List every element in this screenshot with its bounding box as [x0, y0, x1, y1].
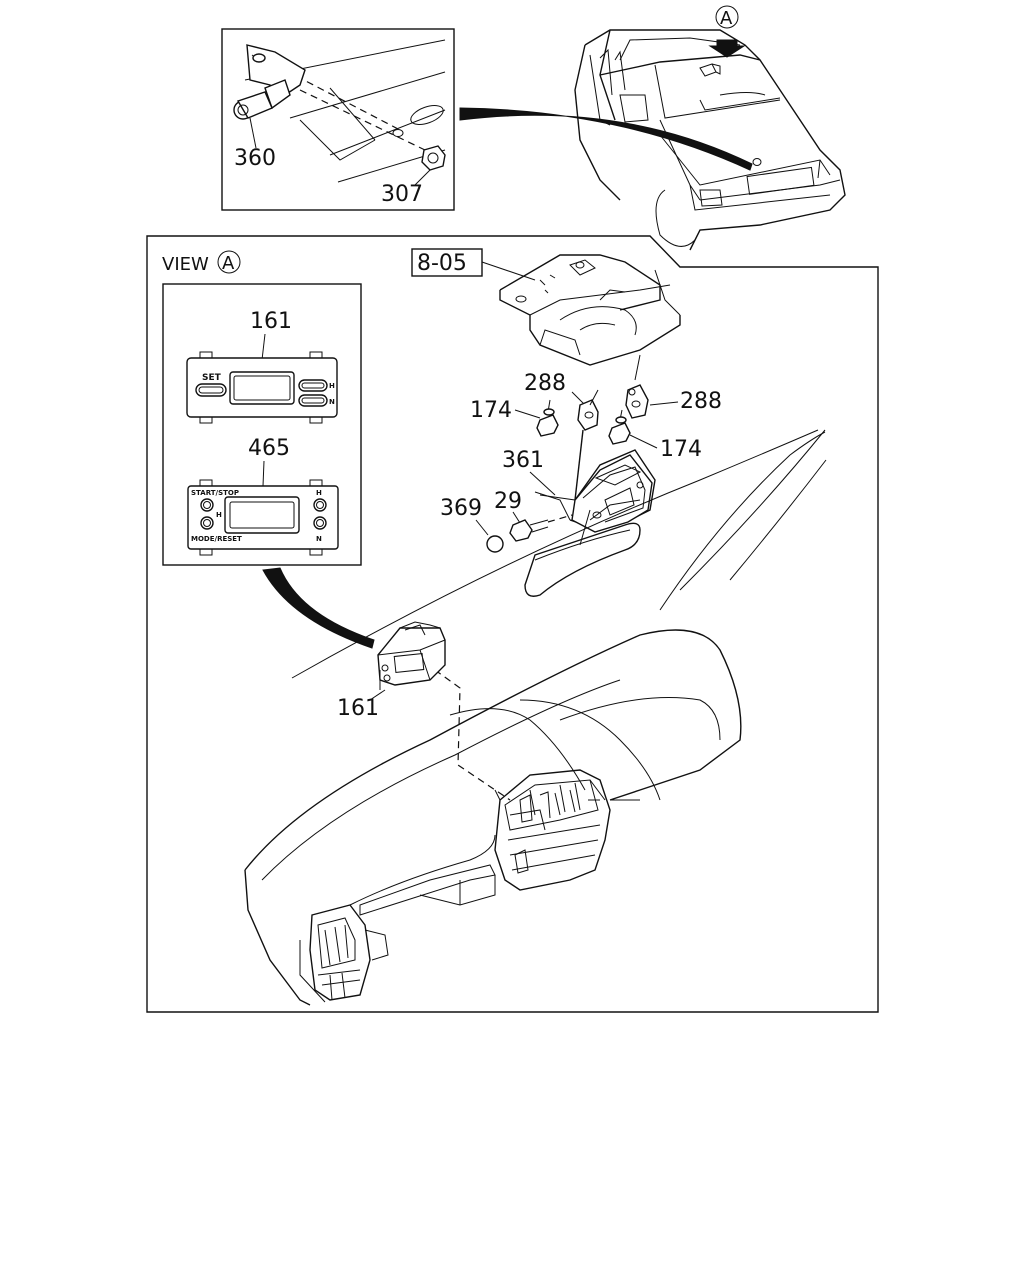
callout-288-right: 288 [680, 389, 722, 414]
callout-369: 369 [440, 496, 482, 521]
callout-174-right: 174 [660, 437, 702, 462]
display-panel-161: SET H N [186, 351, 338, 424]
n-label: N [329, 398, 335, 406]
callout-360: 360 [234, 146, 276, 171]
callout-361: 361 [502, 448, 544, 473]
h-right-label: H [316, 489, 322, 497]
inset-sensor-detail: 360 307 [221, 28, 455, 211]
bolt-icon [608, 409, 631, 445]
start-stop-label: START/STOP [191, 489, 239, 497]
clip-icon [625, 384, 649, 419]
windshield-lines [291, 429, 827, 679]
overhead-console-361: 361 [502, 429, 656, 533]
dash-display-unit-161: 161 [337, 621, 446, 721]
h-left-label: H [216, 511, 222, 519]
h-button[interactable] [298, 379, 328, 392]
h-right-button[interactable] [313, 498, 327, 512]
callout-8-05: 8-05 [417, 251, 467, 276]
fasteners-group: 288 288 174 174 [470, 354, 722, 462]
callout-307: 307 [381, 182, 423, 207]
nut-icon [421, 145, 446, 171]
mode-reset-button[interactable] [200, 516, 214, 530]
view-marker: A [222, 253, 235, 274]
view-label: VIEW [162, 254, 209, 275]
lcd-screen-465 [224, 496, 300, 534]
display-panel-465: START/STOP H MODE/RESET H N [187, 479, 339, 556]
bracket-8-05: 8-05 [411, 248, 681, 366]
vehicle-overview: A [574, 5, 846, 251]
start-stop-button[interactable] [200, 498, 214, 512]
marker-A-top: A [720, 8, 733, 29]
bolt-icon [536, 399, 559, 437]
screw-29: 29 [494, 489, 573, 542]
callout-29: 29 [494, 489, 522, 514]
set-label: SET [202, 373, 222, 383]
n-right-button[interactable] [313, 516, 327, 530]
bolt-icon [509, 519, 549, 542]
inset-display-detail: 161 SET H N 465 [162, 283, 362, 566]
clip-icon [577, 399, 599, 431]
pointer-arrow-icon [262, 567, 375, 649]
set-button[interactable] [195, 383, 227, 397]
dashboard [244, 629, 742, 1006]
mode-reset-label: MODE/RESET [191, 535, 242, 543]
view-a-frame: VIEW A [146, 235, 879, 1013]
rearview-mirror [524, 509, 641, 597]
callout-465: 465 [248, 436, 290, 461]
sensor-360 [233, 44, 306, 120]
h-label: H [329, 382, 335, 390]
n-right-label: N [316, 535, 322, 543]
callout-174-left: 174 [470, 398, 512, 423]
lcd-screen-161 [229, 371, 295, 405]
n-button[interactable] [298, 394, 328, 407]
callout-161-main: 161 [337, 696, 379, 721]
callout-288-left: 288 [524, 371, 566, 396]
callout-161-detail: 161 [250, 309, 292, 334]
cap-369: 369 [440, 496, 504, 553]
pointer-arrow-icon [459, 107, 753, 171]
